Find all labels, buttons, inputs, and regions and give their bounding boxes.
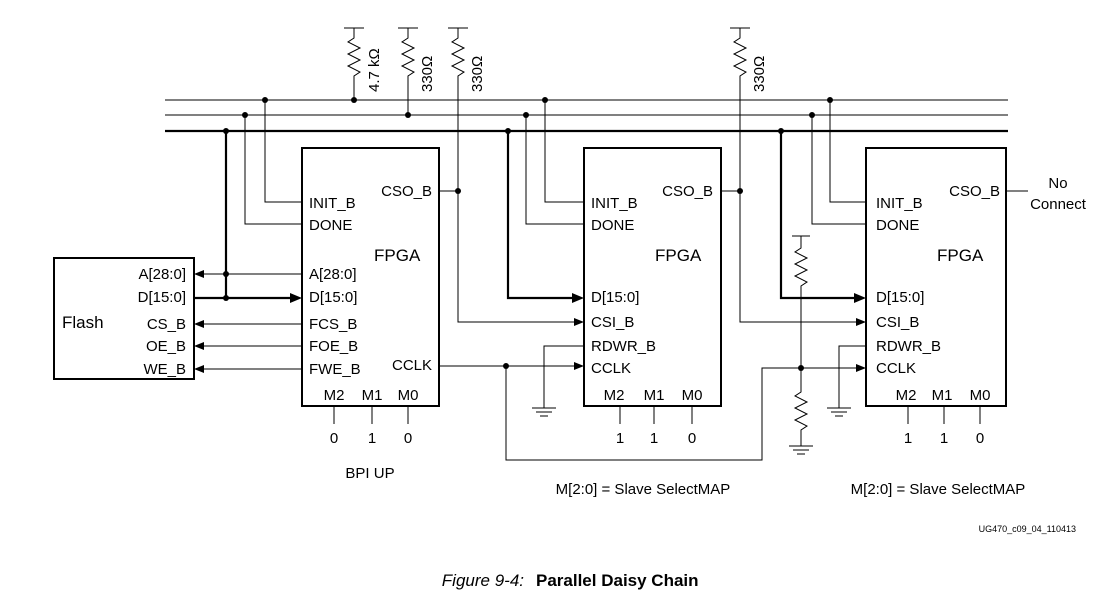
fpga3-pin-m2: M2 bbox=[896, 387, 917, 404]
resistor-label: 330Ω bbox=[419, 56, 436, 92]
fpga1-mode-value: 1 bbox=[368, 430, 376, 447]
flash-pin-address: A[28:0] bbox=[138, 266, 186, 283]
pullup-resistor-1: 4.7 kΩ bbox=[344, 27, 383, 103]
fpga2-pin-done: DONE bbox=[591, 217, 634, 234]
no-connect-label: Connect bbox=[1030, 196, 1087, 213]
fpga1-pin-fwe: FWE_B bbox=[309, 361, 361, 378]
fpga1-pin-init: INIT_B bbox=[309, 195, 356, 212]
fpga3-pin-init: INIT_B bbox=[876, 195, 923, 212]
fpga2-mode-value: 0 bbox=[688, 430, 696, 447]
fpga-label: FPGA bbox=[937, 246, 984, 265]
fpga1-mode-value: 0 bbox=[404, 430, 412, 447]
fpga1-pin-foe: FOE_B bbox=[309, 338, 358, 355]
fpga3-pin-done: DONE bbox=[876, 217, 919, 234]
fpga-label: FPGA bbox=[374, 246, 421, 265]
fpga2-mode-label: M[2:0] = Slave SelectMAP bbox=[556, 481, 731, 498]
fpga3-pin-cso: CSO_B bbox=[949, 183, 1000, 200]
fpga2-pin-m0: M0 bbox=[682, 387, 703, 404]
fpga3-pin-m1: M1 bbox=[932, 387, 953, 404]
pullup-resistor-4: 330Ω bbox=[730, 27, 768, 194]
fpga2-pin-rdwr: RDWR_B bbox=[591, 338, 656, 355]
fpga2-pin-init: INIT_B bbox=[591, 195, 638, 212]
fpga1-pin-fcs: FCS_B bbox=[309, 316, 357, 333]
resistor-label: 4.7 kΩ bbox=[366, 48, 383, 92]
fpga1-pin-address: A[28:0] bbox=[309, 266, 357, 283]
fpga1-wiring bbox=[194, 97, 866, 461]
fpga3-mode-value: 0 bbox=[976, 430, 984, 447]
fpga1-pin-m0: M0 bbox=[398, 387, 419, 404]
fpga1-pin-cso: CSO_B bbox=[381, 183, 432, 200]
fpga-label: FPGA bbox=[655, 246, 702, 265]
flash-pin-data: D[15:0] bbox=[138, 289, 186, 306]
figure-title: Parallel Daisy Chain bbox=[536, 571, 699, 590]
fpga2-mode-value: 1 bbox=[616, 430, 624, 447]
fpga2-pin-m1: M1 bbox=[644, 387, 665, 404]
fpga2-pin-cso: CSO_B bbox=[662, 183, 713, 200]
bus-lines bbox=[165, 99, 1008, 133]
flash-label: Flash bbox=[62, 313, 104, 332]
fpga3-wiring bbox=[778, 97, 866, 417]
fpga2-pin-data: D[15:0] bbox=[591, 289, 639, 306]
resistor-label: 330Ω bbox=[469, 56, 486, 92]
flash-pin-cs: CS_B bbox=[147, 316, 186, 333]
fpga2-wiring bbox=[505, 97, 866, 417]
fpga2-pin-m2: M2 bbox=[604, 387, 625, 404]
fpga2-mode-value: 1 bbox=[650, 430, 658, 447]
cclk-termination bbox=[789, 235, 813, 455]
fpga3-pin-csi: CSI_B bbox=[876, 314, 919, 331]
fpga-2: FPGA INIT_B DONE D[15:0] CSI_B RDWR_B CC… bbox=[556, 147, 731, 498]
fpga3-pin-rdwr: RDWR_B bbox=[876, 338, 941, 355]
fpga1-pin-data: D[15:0] bbox=[309, 289, 357, 306]
fpga1-mode-value: 0 bbox=[330, 430, 338, 447]
fpga2-pin-cclk: CCLK bbox=[591, 360, 631, 377]
fpga3-pin-cclk: CCLK bbox=[876, 360, 916, 377]
fpga-3: FPGA INIT_B DONE D[15:0] CSI_B RDWR_B CC… bbox=[851, 147, 1087, 498]
fpga1-pin-cclk: CCLK bbox=[392, 357, 432, 374]
flash-pin-oe: OE_B bbox=[146, 338, 186, 355]
fpga3-pin-m0: M0 bbox=[970, 387, 991, 404]
fpga1-pin-m2: M2 bbox=[324, 387, 345, 404]
fpga3-mode-label: M[2:0] = Slave SelectMAP bbox=[851, 481, 1026, 498]
figure-number: Figure 9-4: bbox=[442, 571, 524, 590]
fpga3-mode-value: 1 bbox=[940, 430, 948, 447]
pullup-resistor-3: 330Ω bbox=[448, 27, 486, 194]
fpga3-pin-data: D[15:0] bbox=[876, 289, 924, 306]
flash-chip: Flash A[28:0] D[15:0] CS_B OE_B WE_B bbox=[53, 257, 195, 380]
fpga-1: FPGA INIT_B DONE A[28:0] D[15:0] FCS_B F… bbox=[301, 147, 440, 482]
flash-pin-we: WE_B bbox=[143, 361, 186, 378]
fpga1-pin-done: DONE bbox=[309, 217, 352, 234]
figure-doc-id: UG470_c09_04_110413 bbox=[979, 524, 1076, 534]
fpga2-pin-csi: CSI_B bbox=[591, 314, 634, 331]
resistor-label: 330Ω bbox=[751, 56, 768, 92]
pullup-resistor-2: 330Ω bbox=[398, 27, 436, 118]
fpga3-mode-value: 1 bbox=[904, 430, 912, 447]
fpga1-pin-m1: M1 bbox=[362, 387, 383, 404]
fpga1-mode-label: BPI UP bbox=[345, 465, 394, 482]
no-connect-label: No bbox=[1048, 175, 1067, 192]
